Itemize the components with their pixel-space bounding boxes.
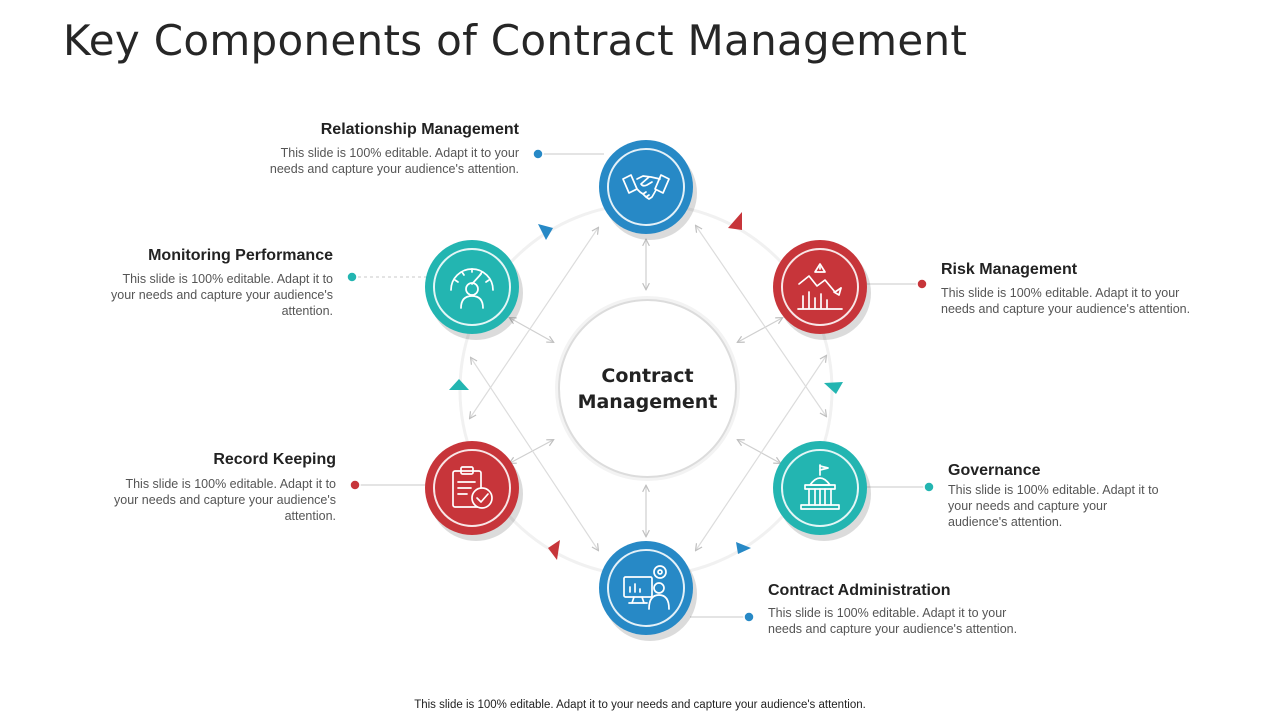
node-monitoring[interactable]	[425, 240, 519, 334]
center-circle: Contract Management	[558, 299, 737, 478]
ring-arrow-3	[824, 382, 843, 394]
item-title-relationship: Relationship Management	[320, 121, 519, 138]
item-desc-risk: This slide is 100% editable. Adapt it to…	[941, 286, 1191, 316]
item-title-monitoring: Monitoring Performance	[148, 247, 333, 264]
chord-4	[696, 356, 826, 550]
ring-arrow-6	[449, 379, 469, 390]
node-relationship[interactable]	[599, 140, 693, 234]
spoke-bottom-left	[510, 440, 553, 463]
item-title-governance: Governance	[948, 462, 1041, 479]
handshake-icon	[622, 174, 670, 200]
ring-arrow-1	[538, 224, 553, 240]
performance-gauge-icon	[450, 268, 494, 309]
dot-relationship	[532, 148, 544, 160]
risk-chart-icon	[797, 263, 843, 310]
item-title-record: Record Keeping	[213, 451, 336, 468]
node-ring	[781, 449, 859, 527]
item-desc-relationship: This slide is 100% editable. Adapt it to…	[269, 146, 519, 176]
dot-governance	[923, 481, 935, 493]
ring-arrow-5	[548, 540, 560, 560]
dot-monitoring	[346, 271, 358, 283]
capitol-building-icon	[800, 464, 840, 510]
node-ring	[433, 248, 511, 326]
spoke-top-left	[510, 318, 553, 342]
node-ring	[433, 449, 511, 527]
item-desc-administration: This slide is 100% editable. Adapt it to…	[768, 606, 1018, 636]
slide-title: Key Components of Contract Management	[63, 16, 968, 65]
dot-risk	[916, 278, 928, 290]
node-governance[interactable]	[773, 441, 867, 535]
ring-arrow-4	[736, 542, 751, 554]
dot-record	[349, 479, 361, 491]
ring-arrow-2	[728, 212, 742, 230]
chord-3	[471, 358, 598, 550]
dot-administration	[743, 611, 755, 623]
node-ring	[607, 148, 685, 226]
clipboard-check-icon	[452, 466, 493, 509]
admin-monitor-icon	[623, 565, 670, 610]
node-ring	[607, 549, 685, 627]
item-desc-record: This slide is 100% editable. Adapt it to…	[114, 477, 336, 523]
footer-note: This slide is 100% editable. Adapt it to…	[414, 699, 866, 711]
node-ring	[781, 248, 859, 326]
spoke-bottom-right	[738, 440, 780, 463]
center-label: Contract Management	[577, 364, 718, 413]
spoke-top-right	[738, 318, 782, 342]
item-title-risk: Risk Management	[941, 261, 1078, 278]
node-risk[interactable]	[773, 240, 867, 334]
node-administration[interactable]	[599, 541, 693, 635]
item-title-administration: Contract Administration	[768, 582, 951, 599]
item-desc-monitoring: This slide is 100% editable. Adapt it to…	[111, 272, 333, 318]
node-record[interactable]	[425, 441, 519, 535]
item-desc-governance: This slide is 100% editable. Adapt it to…	[948, 483, 1159, 529]
